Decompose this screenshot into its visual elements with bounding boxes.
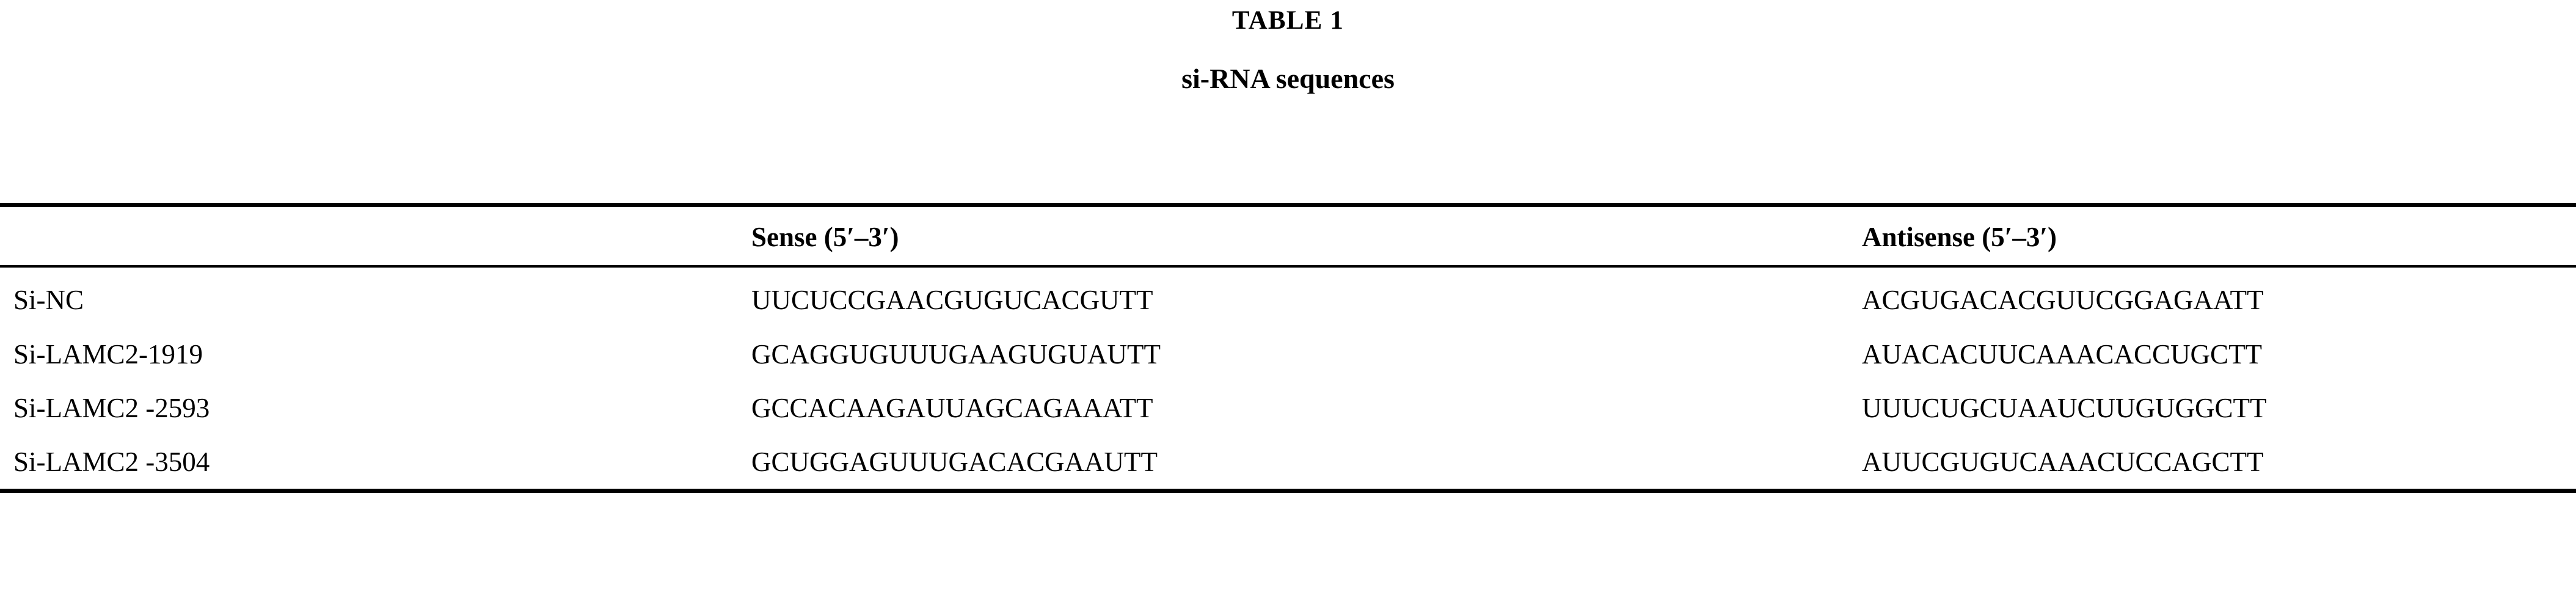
bottom-rule-segment — [733, 489, 1833, 495]
column-header-antisense: Antisense (5′–3′) — [1833, 203, 2576, 267]
row-label: Si-LAMC2 -3504 — [13, 447, 210, 477]
sense-sequence: UUCUCCGAACGUGUCACGUTT — [733, 265, 1833, 327]
sense-sequence: GCUGGAGUUUGACACGAAUTT — [751, 447, 1158, 477]
bottom-rule-segment — [1833, 489, 2576, 495]
row-label: Si-LAMC2 -2593 — [13, 392, 210, 423]
table-header-row: Sense (5′–3′) Antisense (5′–3′) — [0, 203, 2576, 267]
table-row: Si-LAMC2 -2593 GCCACAAGAUUAGCAGAAATT UUU… — [0, 381, 2576, 435]
sense-sequence: GCAGGUGUUUGAAGUGUAUTT — [751, 338, 1161, 370]
table-number-label: TABLE 1 — [1231, 6, 1345, 35]
sense-sequence: GCCACAAGAUUAGCAGAAATT — [751, 392, 1153, 423]
table-container: Sense (5′–3′) Antisense (5′–3′) Si-NC UU… — [0, 203, 2576, 495]
bottom-rule-segment — [0, 489, 733, 495]
antisense-sequence: AUUCGUGUCAAACUCCAGCTT — [1862, 447, 2264, 477]
table-header: Sense (5′–3′) Antisense (5′–3′) — [0, 203, 2576, 267]
table-caption-block: TABLE 1 si-RNA sequences — [0, 0, 2576, 93]
table-title: si-RNA sequences — [1181, 63, 1395, 94]
table-body: Si-NC UUCUCCGAACGUGUCACGUTT ACGUGACACGUU… — [0, 265, 2576, 495]
table-bottom-rule-row — [0, 489, 2576, 495]
table-row: Si-NC UUCUCCGAACGUGUCACGUTT ACGUGACACGUU… — [0, 265, 2576, 327]
table-row: Si-LAMC2 -3504 GCUGGAGUUUGACACGAAUTT AUU… — [0, 435, 2576, 491]
antisense-sequence: ACGUGACACGUUCGGAGAATT — [1833, 265, 2576, 327]
antisense-sequence: UUUCUGCUAAUCUUGUGGCTT — [1862, 392, 2267, 423]
row-label: Si-NC — [0, 265, 733, 327]
antisense-sequence: AUACACUUCAAACACCUGCTT — [1862, 338, 2263, 370]
sirna-sequences-table: Sense (5′–3′) Antisense (5′–3′) Si-NC UU… — [0, 203, 2576, 495]
column-header-sense: Sense (5′–3′) — [733, 203, 1833, 267]
column-header-name — [0, 203, 733, 267]
row-label: Si-LAMC2-1919 — [13, 338, 203, 370]
table-row: Si-LAMC2-1919 GCAGGUGUUUGAAGUGUAUTT AUAC… — [0, 327, 2576, 381]
